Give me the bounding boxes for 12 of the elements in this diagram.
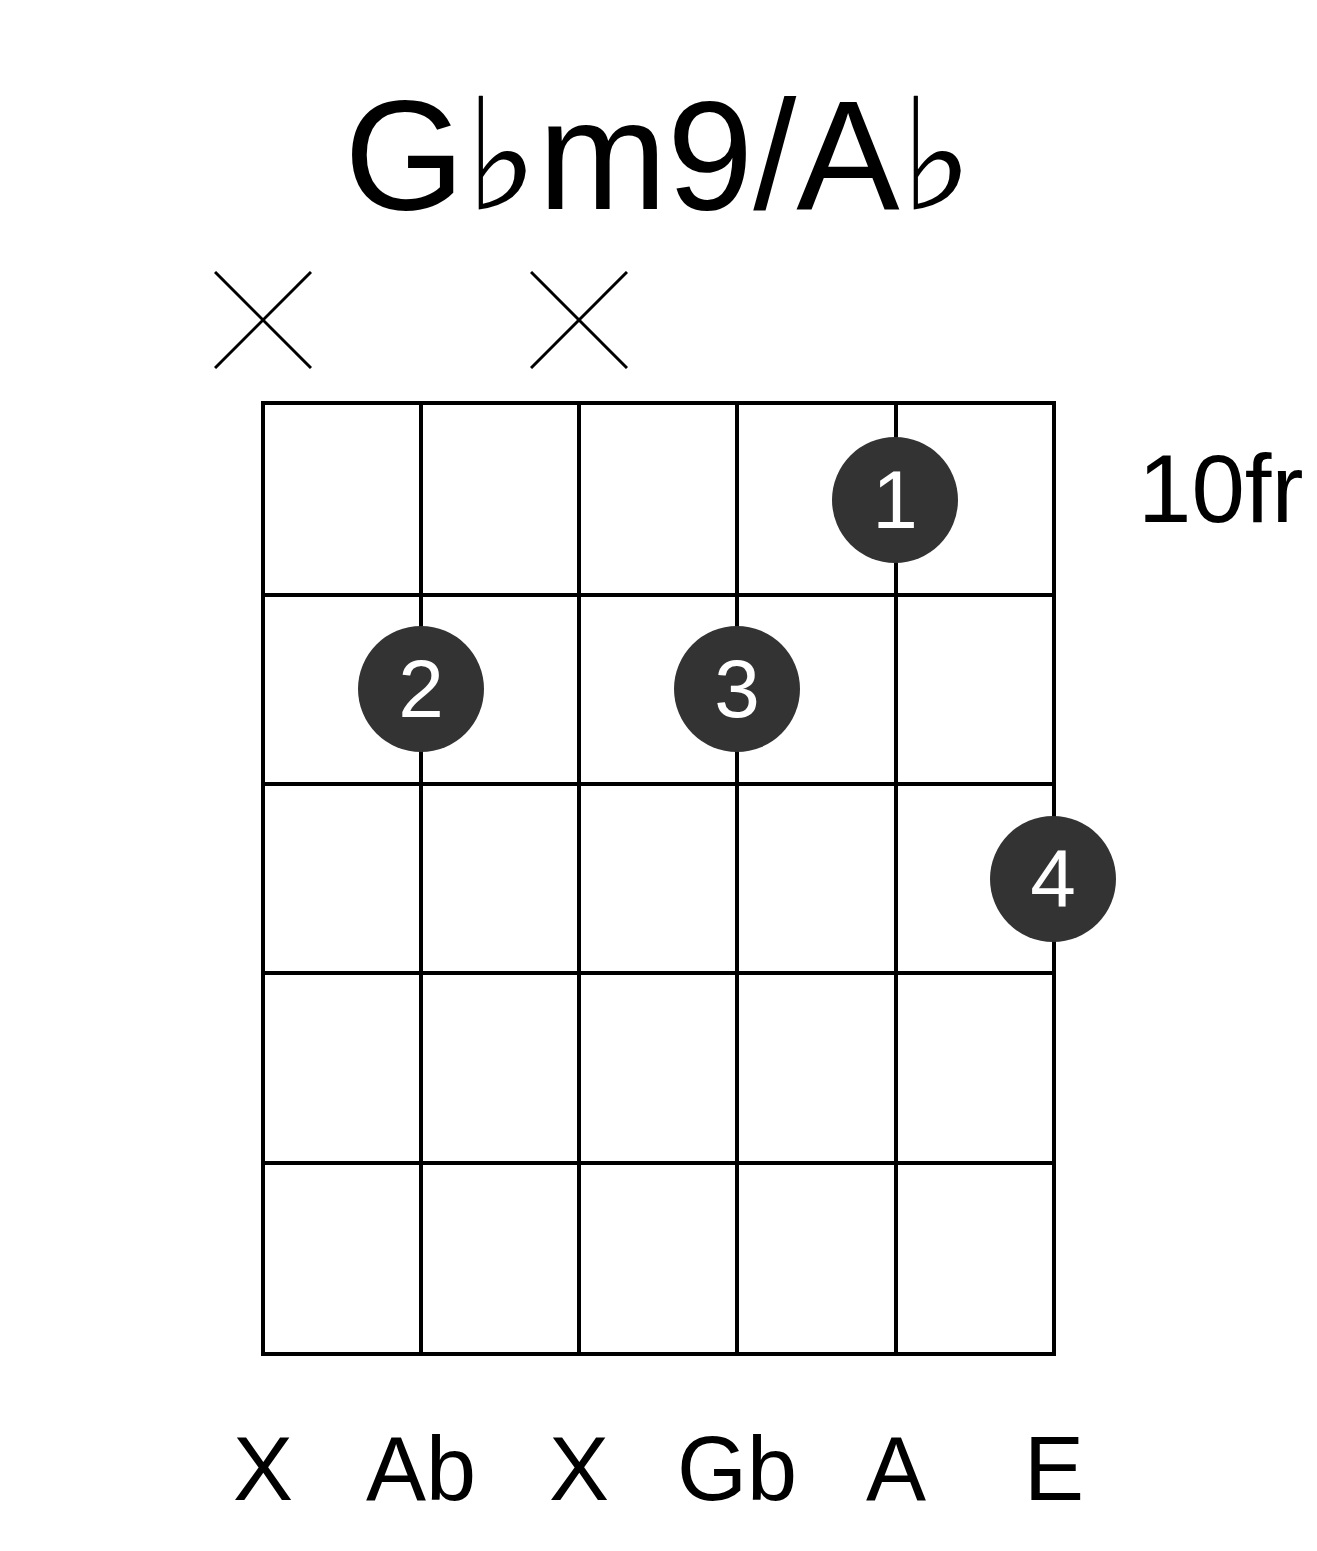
chord-title: G♭m9/A♭ <box>344 69 973 242</box>
finger-number: 4 <box>1030 838 1076 920</box>
string-note: E <box>1024 1424 1084 1514</box>
string-note: A <box>866 1424 926 1514</box>
string-note: X <box>233 1424 293 1514</box>
string-note: X <box>549 1424 609 1514</box>
string-note: Ab <box>365 1424 477 1514</box>
finger-number: 2 <box>398 648 444 730</box>
fret-number: 10fr <box>1138 441 1304 537</box>
finger-number: 1 <box>872 459 918 541</box>
string-note: Gb <box>676 1424 798 1514</box>
finger-number: 3 <box>714 648 760 730</box>
